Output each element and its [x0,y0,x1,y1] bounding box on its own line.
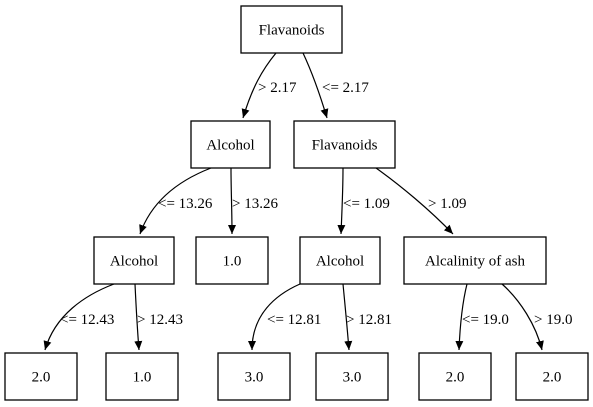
tree-edge: <= 12.43 [43,283,115,351]
edge-arrow [375,167,454,235]
edge-label: <= 2.17 [322,80,369,96]
tree-edge: <= 1.09 [337,167,390,235]
tree-edge: > 13.26 [227,167,278,235]
edge-arrow [302,52,329,119]
node-label: Flavanoids [259,23,325,39]
node-label: Alcalinity of ash [425,254,525,270]
edge-arrow [43,283,115,351]
tree-node: Flavanoids [240,5,343,54]
tree-edge: <= 19.0 [455,283,509,351]
tree-node: 1.0 [105,352,179,401]
node-label: 1.0 [133,370,152,386]
tree-node: Alcohol [299,236,381,285]
node-box [240,5,343,54]
node-box [195,236,269,285]
tree-edge: > 2.17 [241,52,297,119]
tree-edge: <= 12.81 [248,283,321,351]
node-box [515,352,589,401]
node-label: Alcohol [110,254,158,270]
tree-edge: <= 13.26 [139,167,213,235]
node-label: Flavanoids [312,138,378,154]
node-box [93,236,175,285]
edge-label: > 12.43 [137,312,183,328]
tree-node: 2.0 [515,352,589,401]
tree-edge: > 12.81 [342,283,392,351]
node-label: Alcohol [206,138,254,154]
edge-label: > 1.09 [428,196,466,212]
node-label: 2.0 [32,370,51,386]
edge-label: <= 13.26 [158,196,213,212]
tree-node: 3.0 [315,352,389,401]
node-box [403,236,547,285]
node-box [293,120,396,169]
tree-node: Flavanoids [293,120,396,169]
edge-label: <= 12.81 [267,312,321,328]
tree-edge: <= 2.17 [302,52,369,119]
edge-label: <= 19.0 [462,312,509,328]
edge-arrow [139,167,212,235]
edge-arrow [501,283,544,351]
edge-label: > 19.0 [534,312,572,328]
tree-node: 1.0 [195,236,269,285]
node-box [4,352,78,401]
node-label: 2.0 [543,370,562,386]
tree-node: Alcohol [93,236,175,285]
edges-layer: > 2.17 <= 2.17 <= 13.26 > 13.26 <= 1.09 > 1.0… [43,52,572,351]
node-label: 1.0 [223,254,242,270]
tree-edge: > 1.09 [375,167,466,235]
node-box [105,352,179,401]
edge-arrow [241,52,277,119]
node-label: 3.0 [245,370,264,386]
node-box [190,120,271,169]
tree-node: Alcohol [190,120,271,169]
node-label: Alcohol [316,254,364,270]
edge-arrow [337,167,346,235]
node-box [217,352,291,401]
edge-label: <= 12.43 [60,312,114,328]
node-box [315,352,389,401]
tree-edge: > 19.0 [501,283,572,351]
edge-label: > 13.26 [232,196,278,212]
node-label: 3.0 [343,370,362,386]
node-box [418,352,492,401]
edge-arrow [248,283,301,351]
node-label: 2.0 [446,370,465,386]
edge-arrow [227,167,236,235]
edge-label: <= 1.09 [343,196,390,212]
edge-label: > 12.81 [346,312,392,328]
tree-node: Alcalinity of ash [403,236,547,285]
edge-arrow [455,283,468,351]
tree-node: 2.0 [4,352,78,401]
edge-arrow [342,283,353,351]
tree-edge: > 12.43 [134,283,183,351]
edge-arrow [134,283,143,351]
edge-label: > 2.17 [258,80,297,96]
node-box [299,236,381,285]
tree-node: 2.0 [418,352,492,401]
tree-node: 3.0 [217,352,291,401]
